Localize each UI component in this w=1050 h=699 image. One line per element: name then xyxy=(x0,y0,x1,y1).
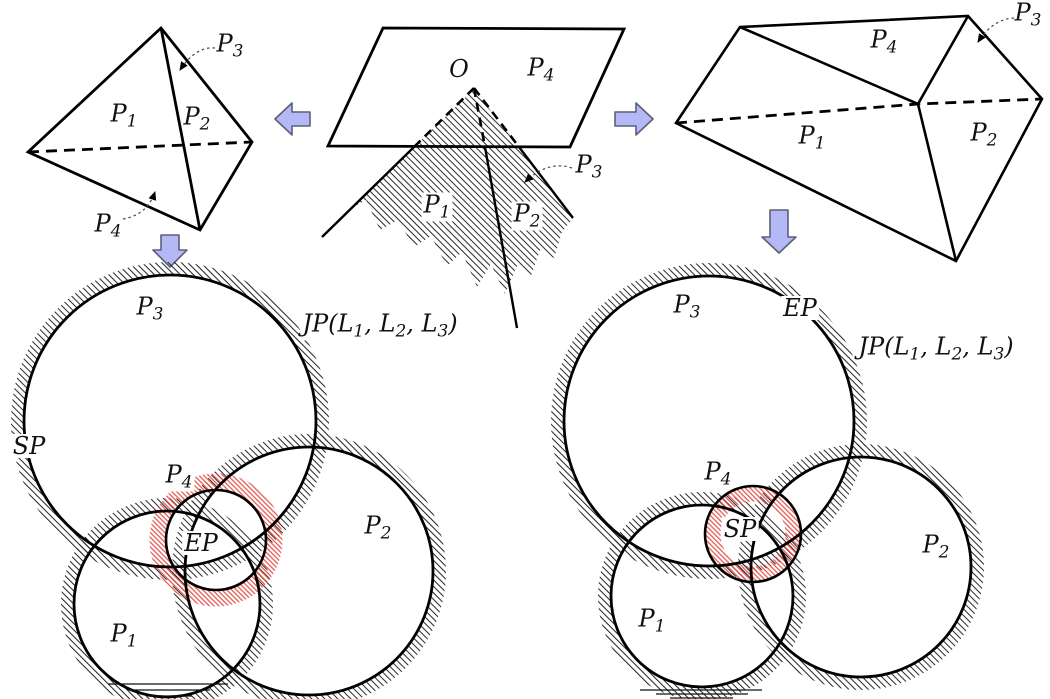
label-venn-left-p3: P3 xyxy=(136,292,164,325)
arrow-down-right-icon xyxy=(761,209,797,254)
pointer-to-p3-halfplane xyxy=(524,165,573,183)
label-tetra-p3: P3 xyxy=(216,29,244,62)
pointer-to-p3-face xyxy=(977,17,1015,43)
circle-p3 xyxy=(562,274,856,568)
flow-arrows xyxy=(152,102,797,268)
label-venn-left-sp: SP xyxy=(10,432,48,460)
circle-p2 xyxy=(183,445,435,697)
label-tetra-p2: P2 xyxy=(183,102,211,135)
circle-p1 xyxy=(72,509,262,699)
prism-outline xyxy=(674,14,1044,263)
tetrahedron-hidden-edge xyxy=(27,140,253,154)
prism-inner-edges xyxy=(739,15,970,262)
venn-left-figure xyxy=(11,262,446,699)
label-tetra-p1: P1 xyxy=(110,99,138,132)
label-plane-p2: P2 xyxy=(511,199,543,232)
label-venn-left-jp: JP(L1, L2, L3) xyxy=(300,309,460,342)
circle-p4 xyxy=(164,488,268,592)
label-plane-o: O xyxy=(449,55,469,83)
label-prism-p3: P3 xyxy=(1014,0,1042,31)
circle-p2 xyxy=(749,455,973,679)
label-prism-p1: P1 xyxy=(798,121,826,154)
prism-hidden-edges xyxy=(675,97,1043,125)
label-plane-p4: P4 xyxy=(527,53,555,86)
hatch-band-p1 xyxy=(598,492,806,699)
label-tetra-p4: P4 xyxy=(94,209,122,242)
pointer-to-p4-face xyxy=(122,191,157,220)
pointer-to-p3-face xyxy=(179,47,216,71)
halfplane-lines-solid xyxy=(321,146,574,329)
label-venn-left-ep: EP xyxy=(182,529,220,557)
hatch-band-p3 xyxy=(551,263,867,579)
arrow-right-icon xyxy=(614,102,654,136)
label-venn-right-p3: P3 xyxy=(673,290,701,323)
label-venn-right-p1: P1 xyxy=(638,604,666,637)
label-prism-p4: P4 xyxy=(870,25,898,58)
circle-p4 xyxy=(703,484,803,584)
label-venn-right-sp: SP xyxy=(721,515,759,543)
label-venn-left-p2: P2 xyxy=(362,511,394,544)
arrow-down-left-icon xyxy=(152,234,188,268)
label-plane-p3: P3 xyxy=(575,150,603,183)
label-venn-right-p2: P2 xyxy=(920,530,952,563)
label-venn-left-p4: P4 xyxy=(163,460,195,493)
label-venn-right-p4: P4 xyxy=(702,457,734,490)
label-prism-p2: P2 xyxy=(970,118,998,151)
red-ring-sp xyxy=(705,486,801,582)
circle-p1 xyxy=(609,503,795,689)
red-ring-ep xyxy=(149,473,283,607)
circle-p3 xyxy=(22,273,318,569)
label-venn-right-ep: EP xyxy=(781,294,819,322)
ground-hatch-lines xyxy=(640,689,762,699)
plane-outline xyxy=(325,26,627,149)
label-plane-p1: P1 xyxy=(421,190,453,223)
prism-figure xyxy=(674,14,1044,263)
hatched-fan-region xyxy=(352,89,573,294)
halfplane-lines-hidden xyxy=(413,87,521,148)
label-venn-left-p1: P1 xyxy=(110,619,138,652)
arrow-left-icon xyxy=(274,102,311,136)
hatch-band-p2 xyxy=(172,434,446,699)
label-venn-right-jp: JP(L1, L2, L3) xyxy=(856,332,1016,365)
tetrahedron-figure xyxy=(25,25,254,232)
venn-right-figure xyxy=(551,263,984,699)
plane-halfplanes-figure xyxy=(321,26,627,329)
ground-hatch-lines xyxy=(108,683,228,697)
